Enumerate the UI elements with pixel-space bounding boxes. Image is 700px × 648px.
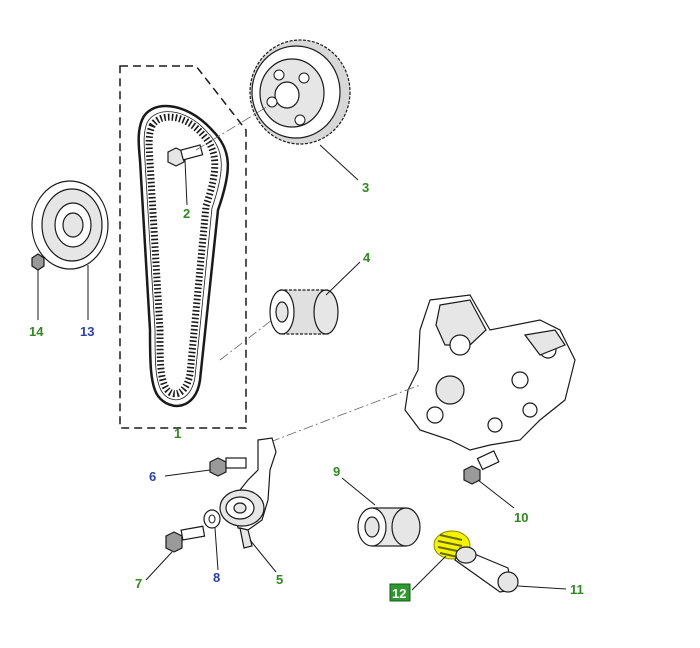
- tensioner-plunger[interactable]: [454, 546, 567, 593]
- callout-7[interactable]: 7: [135, 576, 142, 591]
- callout-5[interactable]: 5: [276, 572, 283, 587]
- bracket-bolt[interactable]: [463, 450, 515, 509]
- idler-pulley[interactable]: [219, 261, 361, 361]
- belt-tensioner[interactable]: [219, 437, 277, 573]
- callout-9[interactable]: 9: [333, 464, 340, 479]
- callout-14[interactable]: 14: [29, 324, 44, 339]
- callout-1[interactable]: 1: [174, 426, 181, 441]
- callout-4[interactable]: 4: [363, 250, 371, 265]
- camshaft-sprocket[interactable]: [195, 39, 359, 181]
- tensioner-spring[interactable]: [411, 530, 471, 591]
- tensioner-bolt[interactable]: [164, 457, 247, 477]
- belt-kit-boundary: [119, 65, 247, 429]
- callout-6[interactable]: 6: [149, 469, 156, 484]
- belt-bolt[interactable]: [167, 144, 204, 206]
- tensioner-stud[interactable]: [145, 525, 206, 581]
- callout-11[interactable]: 11: [570, 582, 584, 597]
- timing-belt[interactable]: [137, 104, 229, 408]
- bearing[interactable]: [341, 477, 421, 547]
- callout-2[interactable]: 2: [183, 206, 190, 221]
- callout-12[interactable]: 12: [392, 586, 406, 601]
- washer[interactable]: [203, 509, 221, 571]
- crankshaft-pulley[interactable]: [31, 180, 109, 320]
- selected-part-badge: [389, 583, 411, 602]
- pulley-screw[interactable]: [31, 253, 45, 320]
- callout-13[interactable]: 13: [80, 324, 94, 339]
- callout-3[interactable]: 3: [362, 180, 369, 195]
- engine-mounting-bracket: [269, 294, 576, 451]
- callout-10[interactable]: 10: [514, 510, 528, 525]
- callout-8[interactable]: 8: [213, 570, 220, 585]
